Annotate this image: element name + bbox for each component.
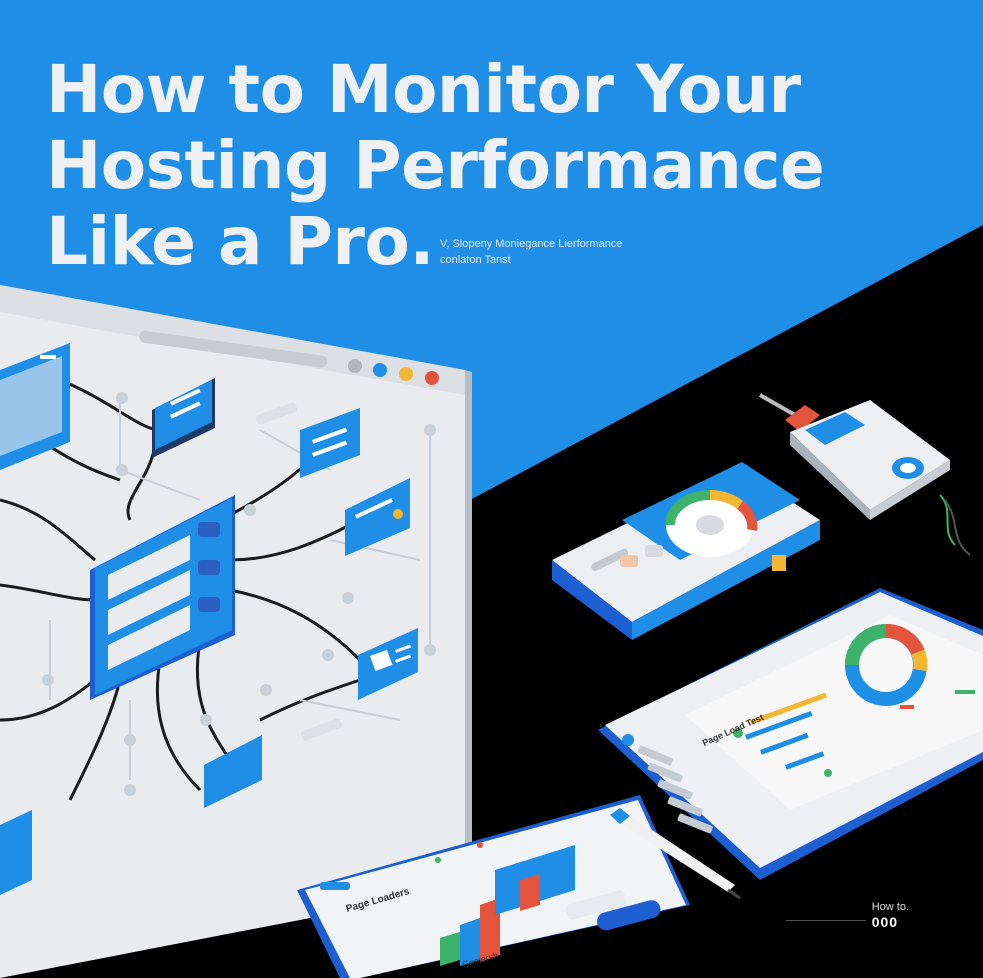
window-dot-icon [348,359,362,373]
title-line-3: Like a Pro. [46,203,434,280]
gauge-device [552,462,820,640]
probe-device [759,393,971,556]
node-card-icon [0,810,32,895]
subtitle-line-2: conlaton Tanst [440,254,511,266]
server-card-icon [90,495,235,700]
window-dot-icon [425,371,439,385]
title-line-1: How to Monitor Your [46,51,801,128]
subtitle: V, Slopeny Moniegance Lierformance conla… [440,236,700,268]
tablet-right [598,588,983,880]
corner-text: How to. [871,901,909,913]
stylus [610,808,741,900]
node-card-icon [300,408,360,478]
corner-label: How to. 000 [872,900,909,930]
node-card-icon [152,378,215,458]
window-dot-icon [399,367,413,381]
node-dots [42,392,436,796]
subtitle-line-1: V, Slopeny Moniegance Lierformance [440,238,623,250]
tablet-bottom [297,795,690,978]
node-card-icon [0,343,70,470]
corner-divider [786,920,866,921]
window-dot-icon [373,363,387,377]
node-card-icon [345,478,410,556]
browser-panel [0,285,472,978]
node-card-icon [358,628,418,700]
title-line-2: Hosting Performance [46,127,825,204]
corner-number: 000 [871,914,899,930]
node-card-icon [204,735,262,808]
page-title: How to Monitor Your Hosting Performance … [46,52,866,280]
